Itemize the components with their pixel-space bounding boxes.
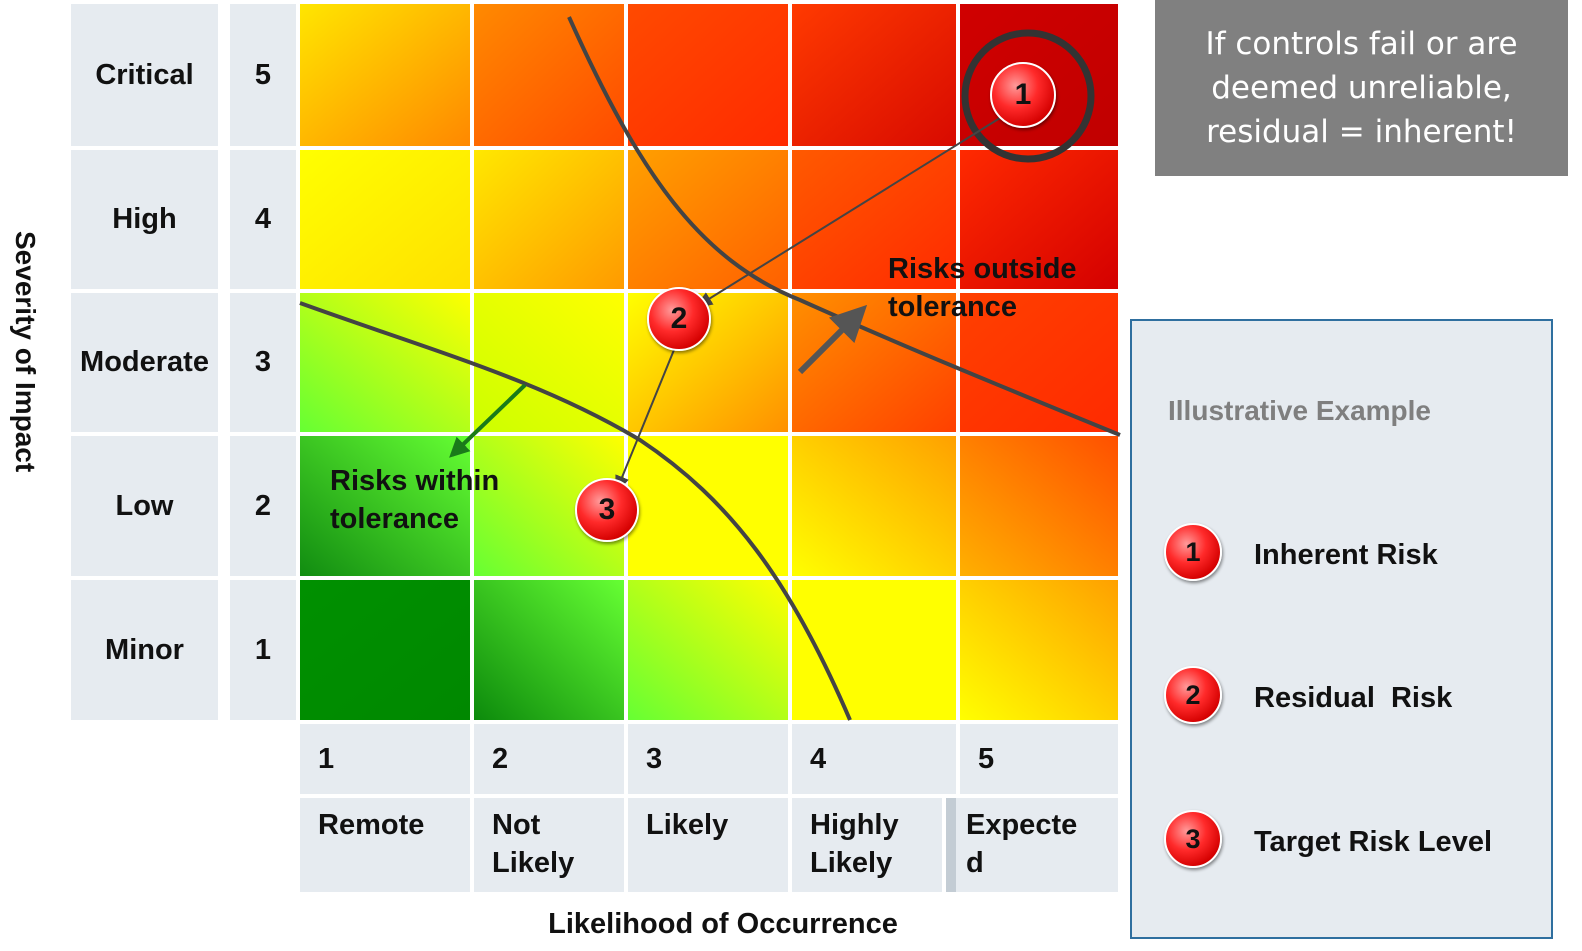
severity-label-minor: Minor: [71, 580, 218, 720]
likelihood-label-remote: Remote: [300, 798, 470, 892]
likelihood-label-remote-line1: Remote: [318, 809, 425, 841]
heatmap-cell-1-2: [474, 580, 624, 720]
legend-residual-icon: 2: [1164, 666, 1222, 724]
within-tolerance-label-line1: Risks within: [330, 465, 500, 497]
within-tolerance-label: Risks within tolerance: [330, 462, 499, 538]
heatmap-cell-2-4: [792, 436, 956, 576]
heatmap-cell-4-4: [792, 150, 956, 289]
likelihood-label-highly-likely-line1: Highly: [810, 809, 899, 841]
likelihood-label-not-likely: Not Likely: [474, 798, 624, 892]
heatmap-cell-3-4: [792, 293, 956, 432]
likelihood-label-highly-likely: Highly Likely: [792, 798, 942, 892]
severity-value-1: 1: [230, 580, 296, 720]
callout-line2: deemed unreliable,: [1211, 70, 1512, 106]
legend-inherent-label: Inherent Risk: [1254, 539, 1438, 571]
severity-value-2: 2: [230, 436, 296, 576]
likelihood-label-not-likely-line2: Likely: [492, 847, 575, 879]
target-risk-marker: 3: [575, 478, 639, 542]
legend-title: Illustrative Example: [1168, 395, 1432, 426]
legend-residual-label: Residual Risk: [1254, 682, 1453, 714]
outside-tolerance-label-line2: tolerance: [888, 291, 1017, 323]
likelihood-value-3: 3: [628, 724, 788, 794]
outside-tolerance-arrow: [797, 304, 868, 375]
inherent-highlight-ring: [961, 29, 1095, 163]
heatmap-cell-3-5: [960, 293, 1118, 432]
outside-tolerance-label: Risks outside tolerance: [888, 250, 1077, 326]
heatmap-cell-5-4: [792, 4, 956, 146]
heatmap-cell-5-2: [474, 4, 624, 146]
inherent-to-residual-arrow: [694, 117, 1001, 308]
likelihood-label-expected: Expecte d: [956, 798, 1118, 892]
heatmap-cell-4-1: [300, 150, 470, 289]
residual-to-target-arrow: [615, 344, 677, 494]
inherent-risk-marker: 1: [990, 62, 1056, 128]
likelihood-label-likely-line1: Likely: [646, 809, 729, 841]
legend-inherent-icon: 1: [1164, 523, 1222, 581]
severity-label-critical: Critical: [71, 4, 218, 146]
likelihood-label-likely: Likely: [628, 798, 788, 892]
legend-target-icon: 3: [1164, 810, 1222, 868]
heatmap-cells: [300, 4, 1118, 720]
likelihood-label-expected-line1: Expecte: [966, 809, 1078, 841]
legend-target-label: Target Risk Level: [1254, 826, 1493, 858]
heatmap-cell-4-5: [960, 150, 1118, 289]
legend-panel: Illustrative Example 1 Inherent Risk 2 R…: [1130, 319, 1553, 939]
risk-heatmap: [300, 4, 1118, 720]
severity-value-3: 3: [230, 293, 296, 432]
heatmap-cell-5-1: [300, 4, 470, 146]
within-tolerance-arrow: [449, 383, 527, 458]
likelihood-label-expected-line2: d: [966, 847, 984, 879]
heatmap-cell-4-2: [474, 150, 624, 289]
likelihood-label-not-likely-line1: Not: [492, 809, 541, 841]
heatmap-cell-2-1: [300, 436, 470, 576]
callout-line1: If controls fail or are: [1205, 26, 1518, 62]
heatmap-cell-3-1: [300, 293, 470, 432]
likelihood-label-highly-likely-line2: Likely: [810, 847, 893, 879]
severity-value-4: 4: [230, 150, 296, 289]
heatmap-cell-1-5: [960, 580, 1118, 720]
severity-label-high: High: [71, 150, 218, 289]
within-tolerance-label-line2: tolerance: [330, 503, 459, 535]
within-tolerance-curve: [299, 301, 852, 721]
likelihood-value-5: 5: [960, 724, 1118, 794]
outside-tolerance-label-line1: Risks outside: [888, 253, 1077, 285]
heatmap-cell-5-3: [628, 4, 788, 146]
likelihood-value-4: 4: [792, 724, 956, 794]
heatmap-cell-1-1: [300, 580, 470, 720]
controls-fail-callout: If controls fail or are deemed unreliabl…: [1155, 0, 1568, 176]
severity-label-low: Low: [71, 436, 218, 576]
residual-risk-marker: 2: [647, 287, 711, 351]
severity-value-5: 5: [230, 4, 296, 146]
likelihood-value-2: 2: [474, 724, 624, 794]
likelihood-label-divider: [946, 798, 956, 892]
callout-line3: residual = inherent!: [1206, 114, 1517, 150]
heatmap-cell-1-3: [628, 580, 788, 720]
likelihood-value-1: 1: [300, 724, 470, 794]
severity-label-moderate: Moderate: [71, 293, 218, 432]
heatmap-cell-2-5: [960, 436, 1118, 576]
outside-tolerance-curve: [567, 16, 1121, 437]
heatmap-cell-2-3: [628, 436, 788, 576]
x-axis-title: Likelihood of Occurrence: [548, 908, 898, 940]
